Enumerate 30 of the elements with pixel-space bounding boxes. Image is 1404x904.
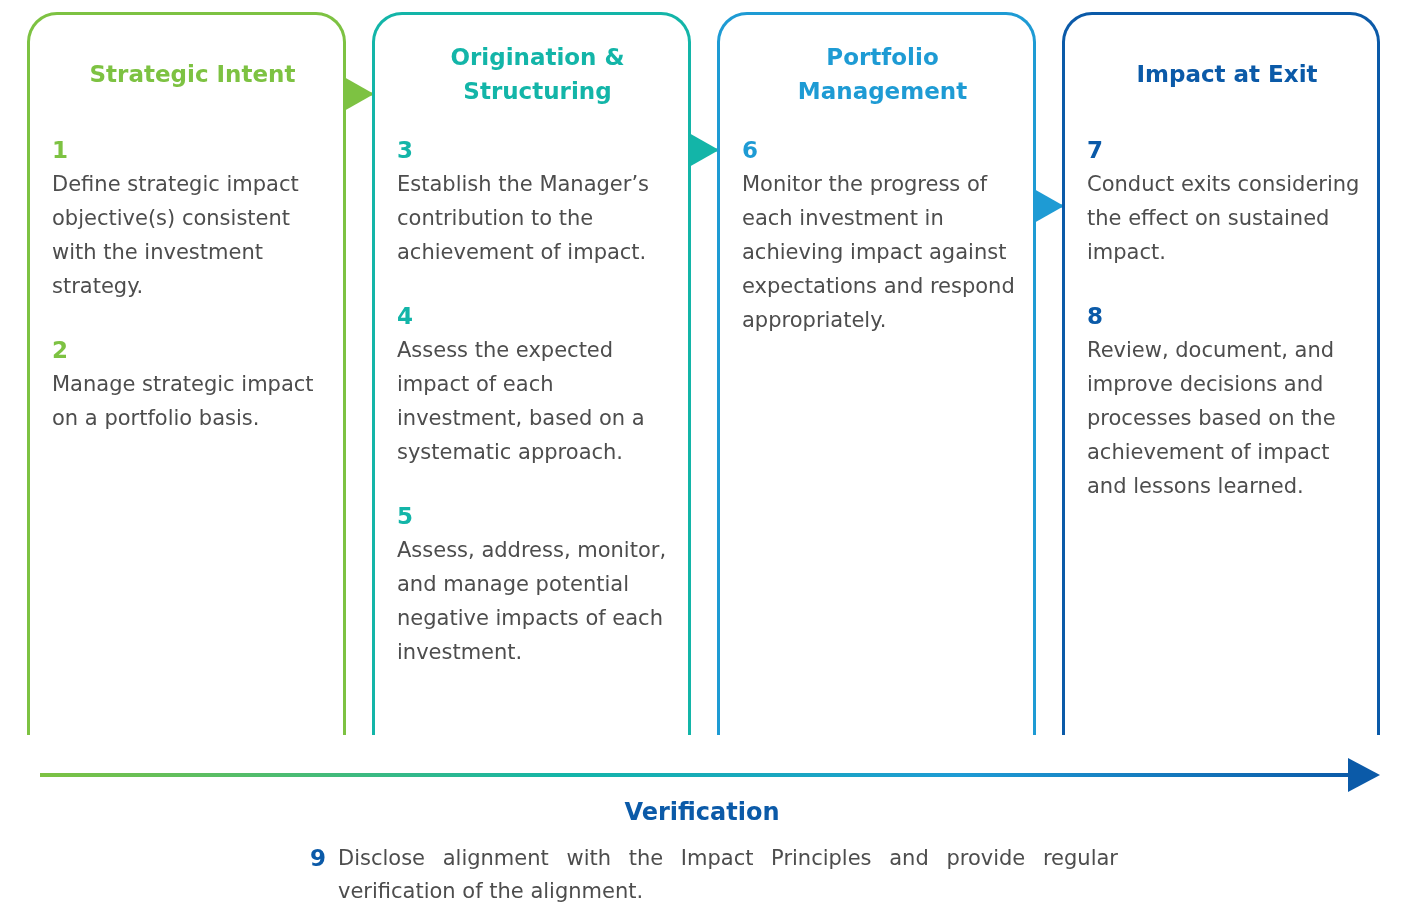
- step-number: 2: [52, 336, 68, 365]
- stage-column: [372, 12, 691, 735]
- step-number: 5: [397, 502, 413, 531]
- step-number: 4: [397, 302, 413, 331]
- step-text: Disclose alignment with the Impact Principles and provide regular verification of the alignment.: [338, 845, 1118, 904]
- arrow: [344, 77, 374, 111]
- step-number: 7: [1087, 136, 1103, 165]
- arrow: [689, 133, 719, 167]
- arrow: [1034, 189, 1064, 223]
- step-text: Establish the Manager’s contribution to the achievement of impact.: [397, 171, 651, 266]
- step-text: Assess the expected impact of each investment, based on a systematic approach.: [397, 337, 646, 466]
- step-text: Conduct exits considering the effect on sustained impact.: [1087, 171, 1361, 266]
- step-number: 9: [310, 844, 326, 873]
- section-heading: Verification: [624, 798, 780, 826]
- step-text: Define strategic impact objective(s) consistent with the investment strategy.: [52, 171, 300, 300]
- stage-column: [717, 12, 1036, 735]
- stage-column: [27, 12, 346, 735]
- step-text: Manage strategic impact on a portfolio basis.: [52, 371, 315, 432]
- step-number: 3: [397, 136, 413, 165]
- stage-column: [1062, 12, 1380, 735]
- stage-heading: Portfolio Management: [796, 43, 969, 106]
- stage-heading: Origination & Structuring: [449, 43, 626, 106]
- step-text: Monitor the progress of each investment in achieving impact against expectations and respond appropriately.: [742, 171, 1016, 334]
- step-number: 1: [52, 136, 68, 165]
- step-number: 6: [742, 136, 758, 165]
- step-text: Review, document, and improve decisions and processes based on the achievement of impact and lessons learned.: [1087, 337, 1337, 500]
- stage-heading: Strategic Intent: [88, 60, 297, 89]
- step-number: 8: [1087, 302, 1103, 331]
- stage-heading: Impact at Exit: [1135, 60, 1319, 89]
- step-text: Assess, address, monitor, and manage potential negative impacts of each investment.: [397, 537, 668, 666]
